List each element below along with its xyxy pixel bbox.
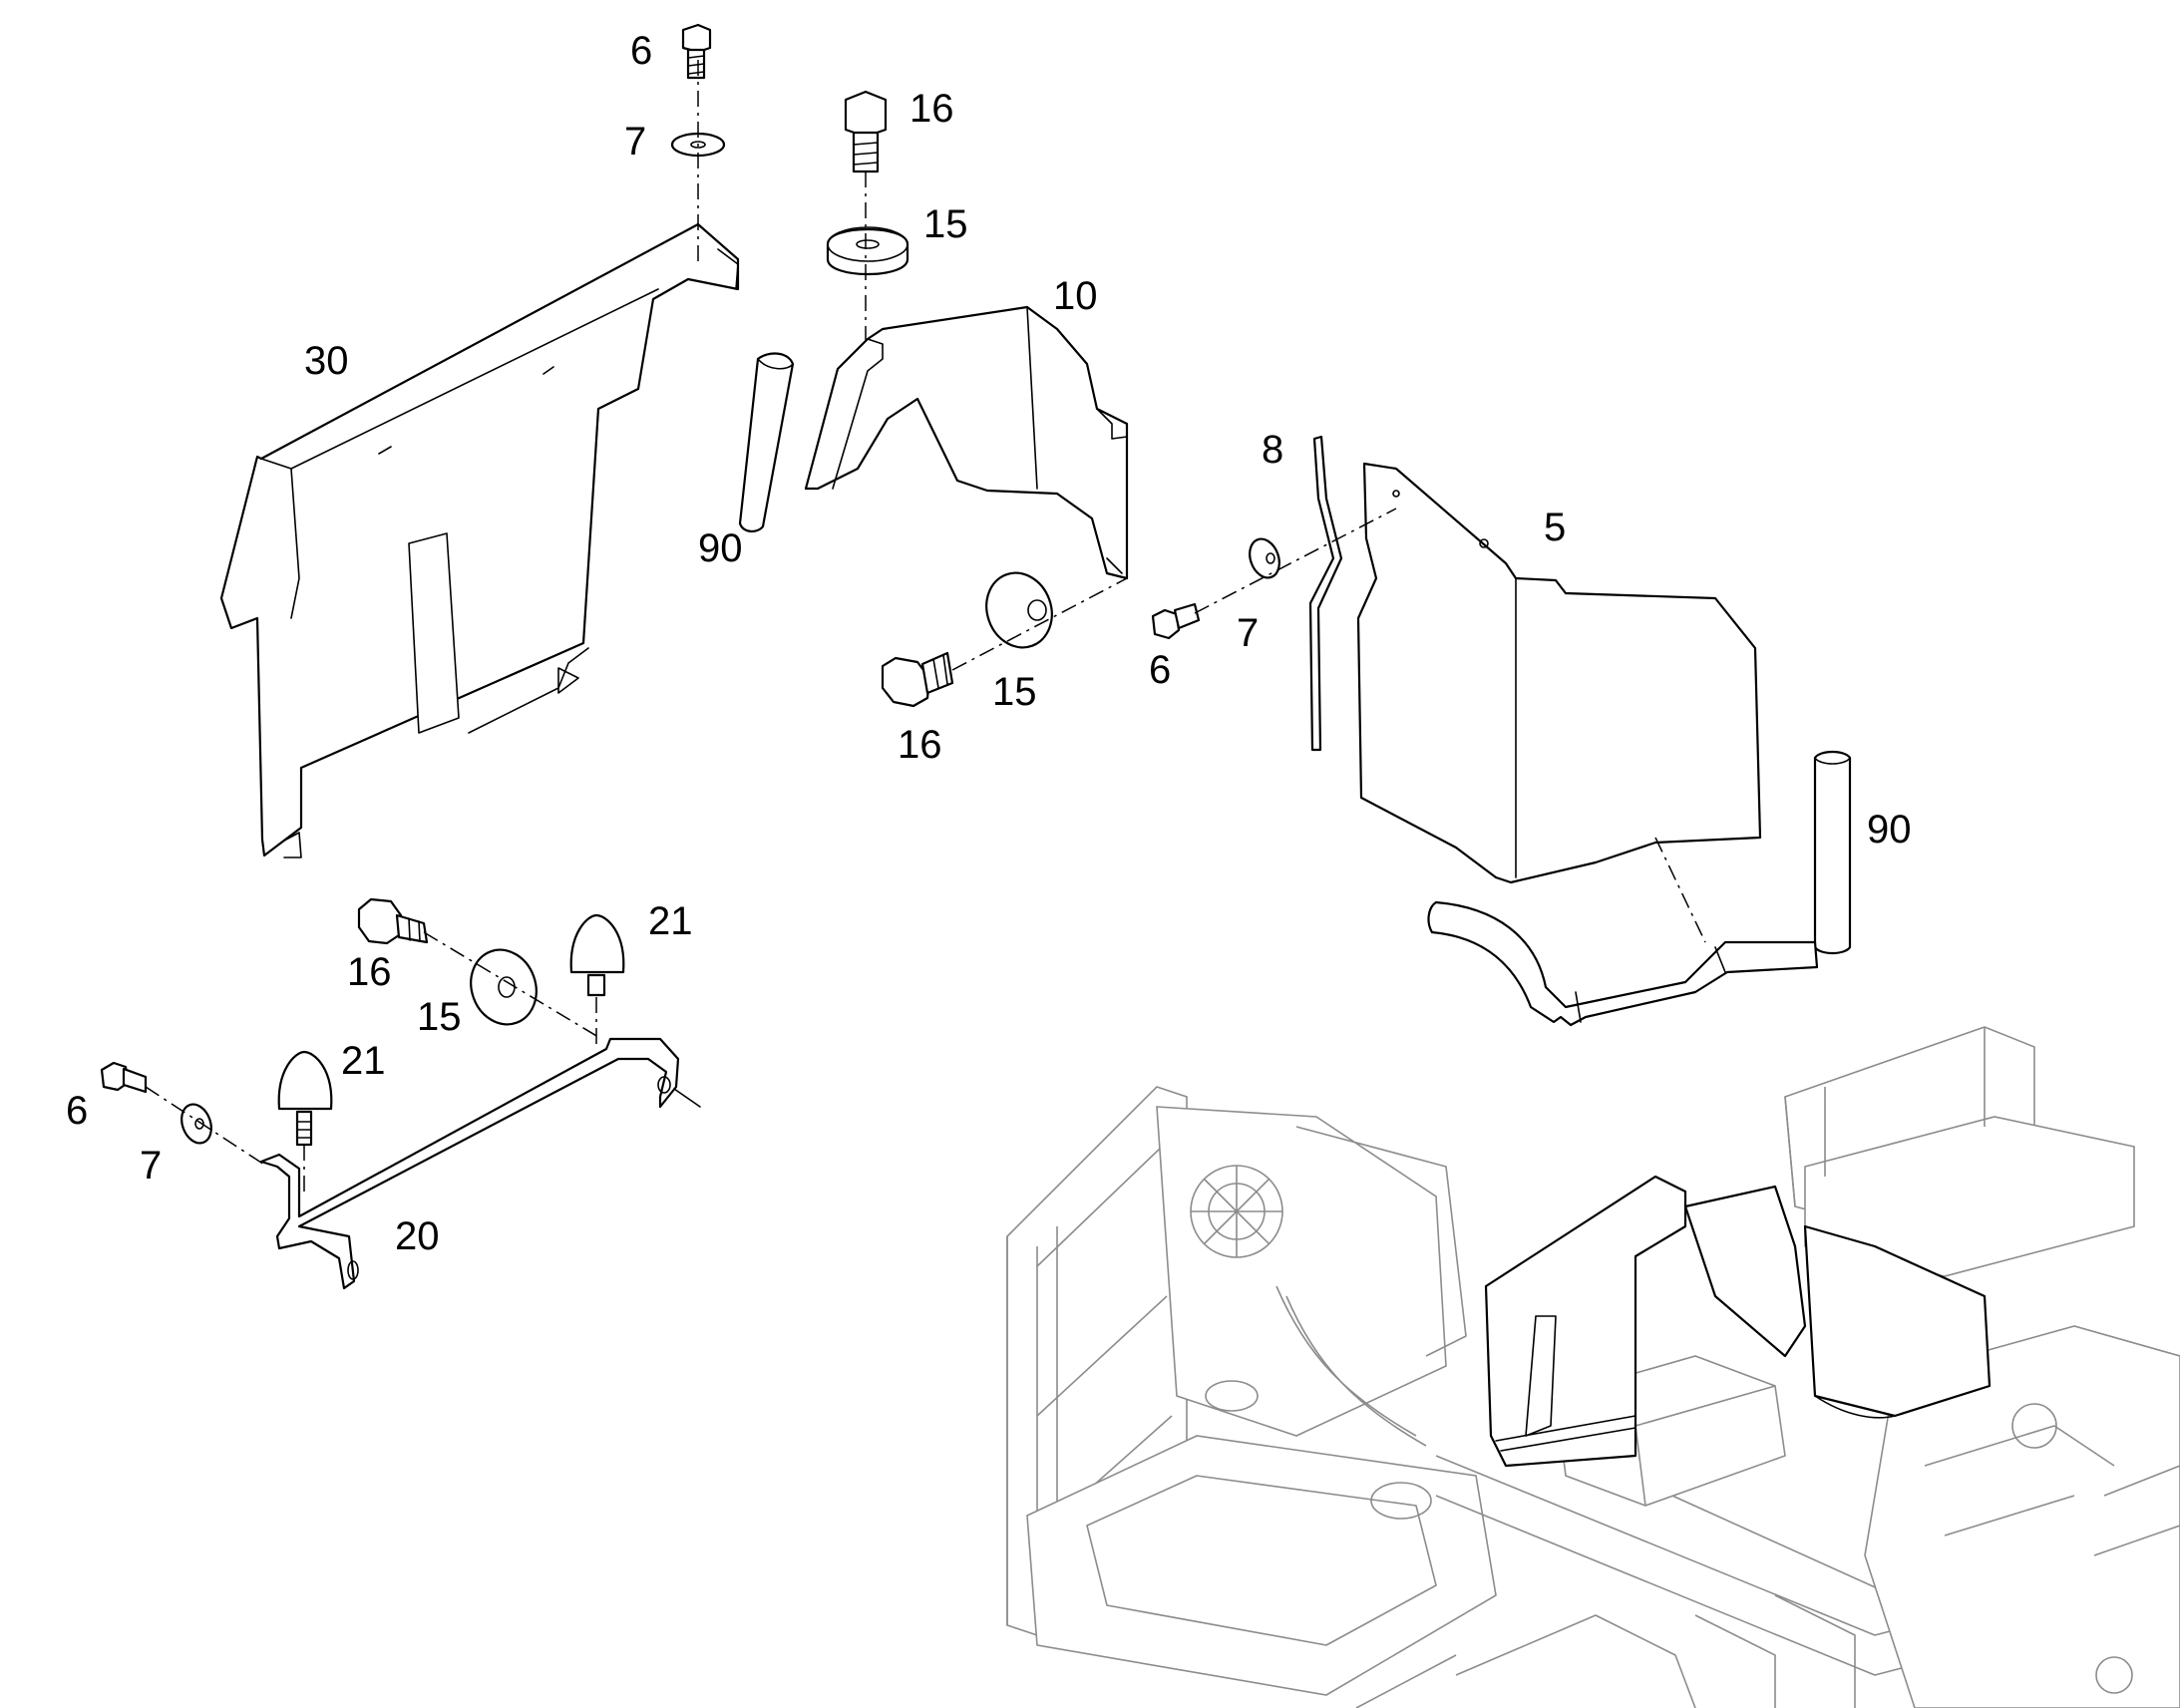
bolt-16-mid bbox=[881, 651, 954, 708]
bolt-6-mid bbox=[1151, 602, 1201, 640]
bolt-6-bottom bbox=[100, 1061, 148, 1094]
washer-15-bottom bbox=[470, 948, 538, 1026]
part-5-shield bbox=[1356, 462, 1762, 884]
callout-7-top: 7 bbox=[624, 120, 646, 164]
washer-7-bottom bbox=[181, 1103, 212, 1145]
machine-frame-assembly bbox=[1006, 1026, 2180, 1708]
bolt-16-top bbox=[844, 90, 888, 173]
part-90-rod-right bbox=[1813, 750, 1852, 955]
washer-15-mid bbox=[985, 571, 1053, 649]
callout-labels: 6 7 16 15 10 30 90 8 5 7 6 15 16 90 21 1… bbox=[66, 29, 1912, 1258]
callout-15-top: 15 bbox=[923, 202, 968, 246]
callout-16-top: 16 bbox=[909, 87, 954, 131]
bumper-21-left bbox=[277, 1050, 333, 1147]
seal-hose bbox=[1427, 900, 1819, 1027]
callout-15-bottom: 15 bbox=[417, 995, 462, 1039]
callout-30: 30 bbox=[304, 339, 349, 383]
part-30-shield bbox=[219, 222, 740, 858]
callout-6-mid: 6 bbox=[1149, 648, 1171, 692]
part-20-bracket bbox=[259, 1037, 701, 1290]
callout-7-mid: 7 bbox=[1237, 611, 1259, 655]
callout-16-mid: 16 bbox=[898, 723, 942, 767]
callout-8: 8 bbox=[1262, 428, 1283, 472]
part-10-shield bbox=[804, 305, 1129, 580]
callout-6-bottom: 6 bbox=[66, 1089, 88, 1133]
callout-5: 5 bbox=[1544, 506, 1566, 549]
part-8-seal-strip bbox=[1308, 435, 1343, 752]
assembly-center-lines bbox=[145, 60, 1706, 1196]
callout-7-bottom: 7 bbox=[140, 1144, 162, 1188]
callout-15-mid: 15 bbox=[992, 670, 1037, 714]
washer-15-top bbox=[826, 226, 909, 275]
callout-21-right: 21 bbox=[648, 899, 693, 943]
bumper-21-right bbox=[569, 913, 625, 997]
part-90-rod-left bbox=[738, 352, 795, 532]
callout-90-left: 90 bbox=[698, 526, 743, 570]
bolt-6-top bbox=[681, 23, 712, 80]
callout-20: 20 bbox=[395, 1214, 440, 1258]
washer-7-mid bbox=[1249, 537, 1280, 579]
callout-90-right: 90 bbox=[1867, 808, 1912, 852]
bolt-16-bottom bbox=[357, 897, 429, 945]
callout-10: 10 bbox=[1053, 274, 1098, 318]
callout-21-left: 21 bbox=[341, 1039, 386, 1083]
callout-16-bottom: 16 bbox=[347, 950, 392, 994]
callout-6-top: 6 bbox=[630, 29, 652, 73]
